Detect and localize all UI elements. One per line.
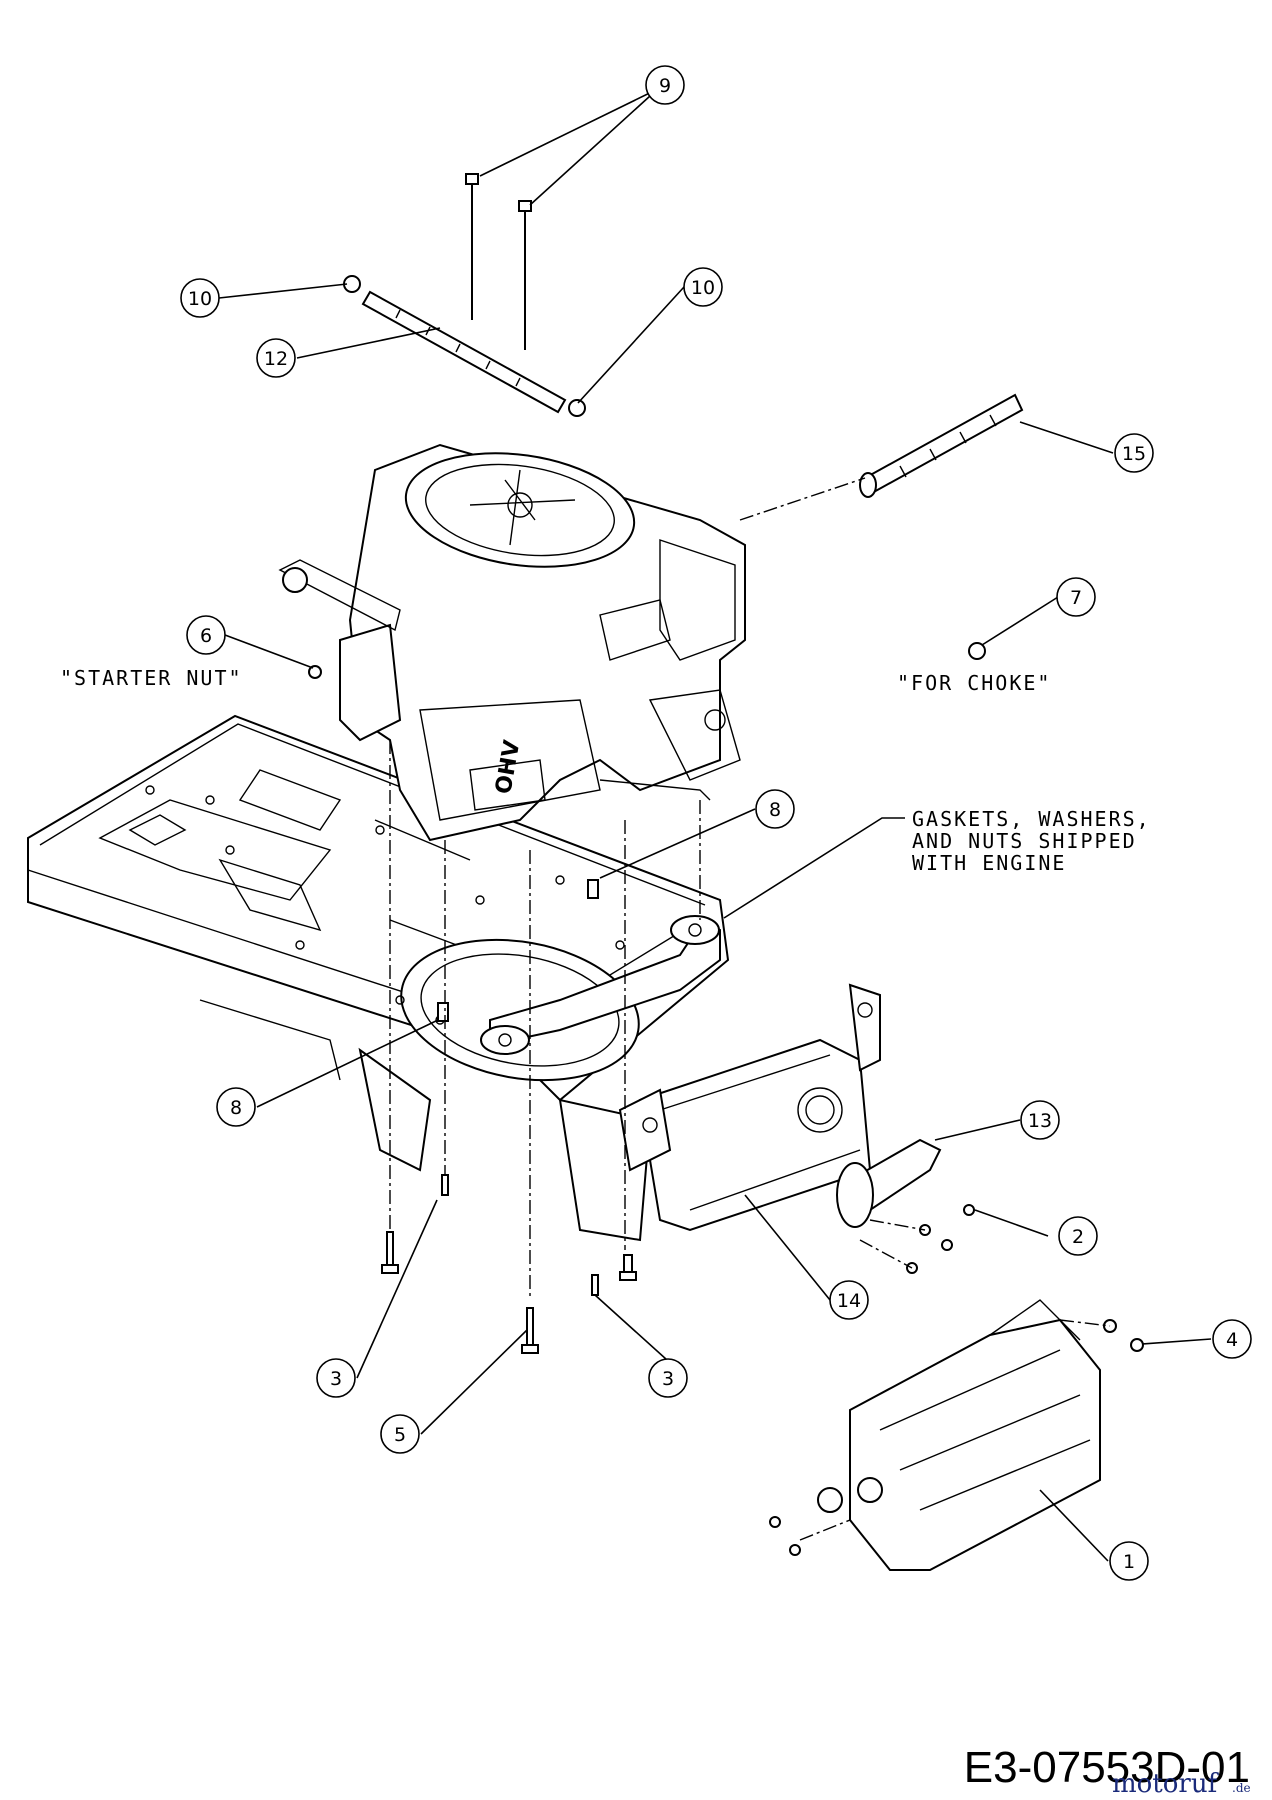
choke-nut (968, 642, 986, 660)
callout-14: 14 (829, 1280, 869, 1320)
callout-12: 12 (256, 338, 296, 378)
svg-text:13: 13 (1028, 1110, 1052, 1132)
muffler-guard (817, 1299, 1101, 1571)
svg-text:8: 8 (769, 799, 781, 821)
drawing-id: E3-07553D-01 (964, 1743, 1250, 1792)
callout-7: 7 (1056, 577, 1096, 617)
callout-8-upper: 8 (755, 789, 795, 829)
watermark: motoruf (1112, 1769, 1220, 1799)
svg-text:8: 8 (230, 1097, 242, 1119)
callout-1: 1 (1109, 1541, 1149, 1581)
svg-text:4: 4 (1226, 1329, 1238, 1351)
bolts (381, 1174, 637, 1354)
note-for-choke: "FOR CHOKE" (897, 671, 1051, 695)
watermark-suffix: .de (1232, 1781, 1251, 1795)
leader-lines (218, 84, 1212, 1562)
svg-text:6: 6 (200, 625, 212, 647)
callout-9: 9 (645, 65, 685, 105)
muffler-assembly (480, 915, 942, 1232)
callout-6: 6 (186, 615, 226, 655)
callout-13: 13 (1020, 1100, 1060, 1140)
assembly-centerlines (389, 477, 1111, 1541)
svg-text:9: 9 (659, 75, 671, 97)
svg-text:14: 14 (837, 1290, 861, 1312)
svg-text:3: 3 (662, 1368, 674, 1390)
note-gaskets-line3: WITH ENGINE (912, 851, 1066, 875)
svg-text:10: 10 (188, 288, 212, 310)
dowel-pin-upper (587, 879, 599, 899)
svg-text:12: 12 (264, 348, 288, 370)
callout-15: 15 (1114, 433, 1154, 473)
svg-text:7: 7 (1070, 587, 1082, 609)
callout-5: 5 (380, 1414, 420, 1454)
svg-text:3: 3 (330, 1368, 342, 1390)
note-gaskets-line2: AND NUTS SHIPPED (912, 829, 1137, 853)
callout-2: 2 (1058, 1216, 1098, 1256)
screws (769, 1204, 1144, 1556)
sleeve-12 (361, 290, 567, 414)
sleeve-15 (859, 393, 1024, 498)
callout-10-right: 10 (683, 267, 723, 307)
callout-3-right: 3 (648, 1358, 688, 1398)
callout-8-lower: 8 (216, 1087, 256, 1127)
dowel-pin-lower (437, 1002, 449, 1022)
svg-text:10: 10 (691, 277, 715, 299)
svg-text:5: 5 (394, 1424, 406, 1446)
note-gaskets-line1: GASKETS, WASHERS, (912, 807, 1151, 831)
callout-4: 4 (1212, 1319, 1252, 1359)
callout-3-left: 3 (316, 1358, 356, 1398)
starter-nut (308, 665, 322, 679)
svg-text:1: 1 (1123, 1551, 1135, 1573)
engine: OHV (278, 443, 746, 842)
note-starter-nut: "STARTER NUT" (60, 666, 243, 690)
svg-text:15: 15 (1122, 443, 1146, 465)
cable-ties (465, 173, 532, 350)
callout-10-left: 10 (180, 278, 220, 318)
svg-text:2: 2 (1072, 1226, 1084, 1248)
